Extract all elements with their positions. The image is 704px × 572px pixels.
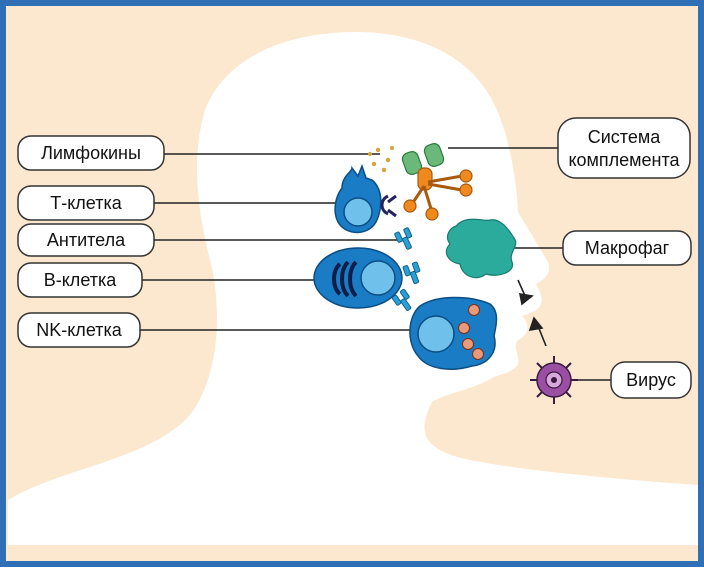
label-antibodies: Антитела — [47, 230, 126, 250]
label-macrophage: Макрофаг — [585, 238, 670, 258]
label-complement-line2: комплемента — [568, 150, 680, 170]
nk-cell-shape — [410, 298, 497, 370]
label-virus: Вирус — [626, 370, 676, 390]
label-complement-line1: Система — [588, 127, 661, 147]
label-t-cell: Т-клетка — [50, 193, 122, 213]
label-b-cell: В-клетка — [44, 270, 118, 290]
label-nk-cell: NK-клетка — [36, 320, 123, 340]
label-lymphokines: Лимфокины — [41, 143, 141, 163]
b-cell-shape — [314, 248, 402, 308]
virus-shape — [530, 356, 578, 404]
